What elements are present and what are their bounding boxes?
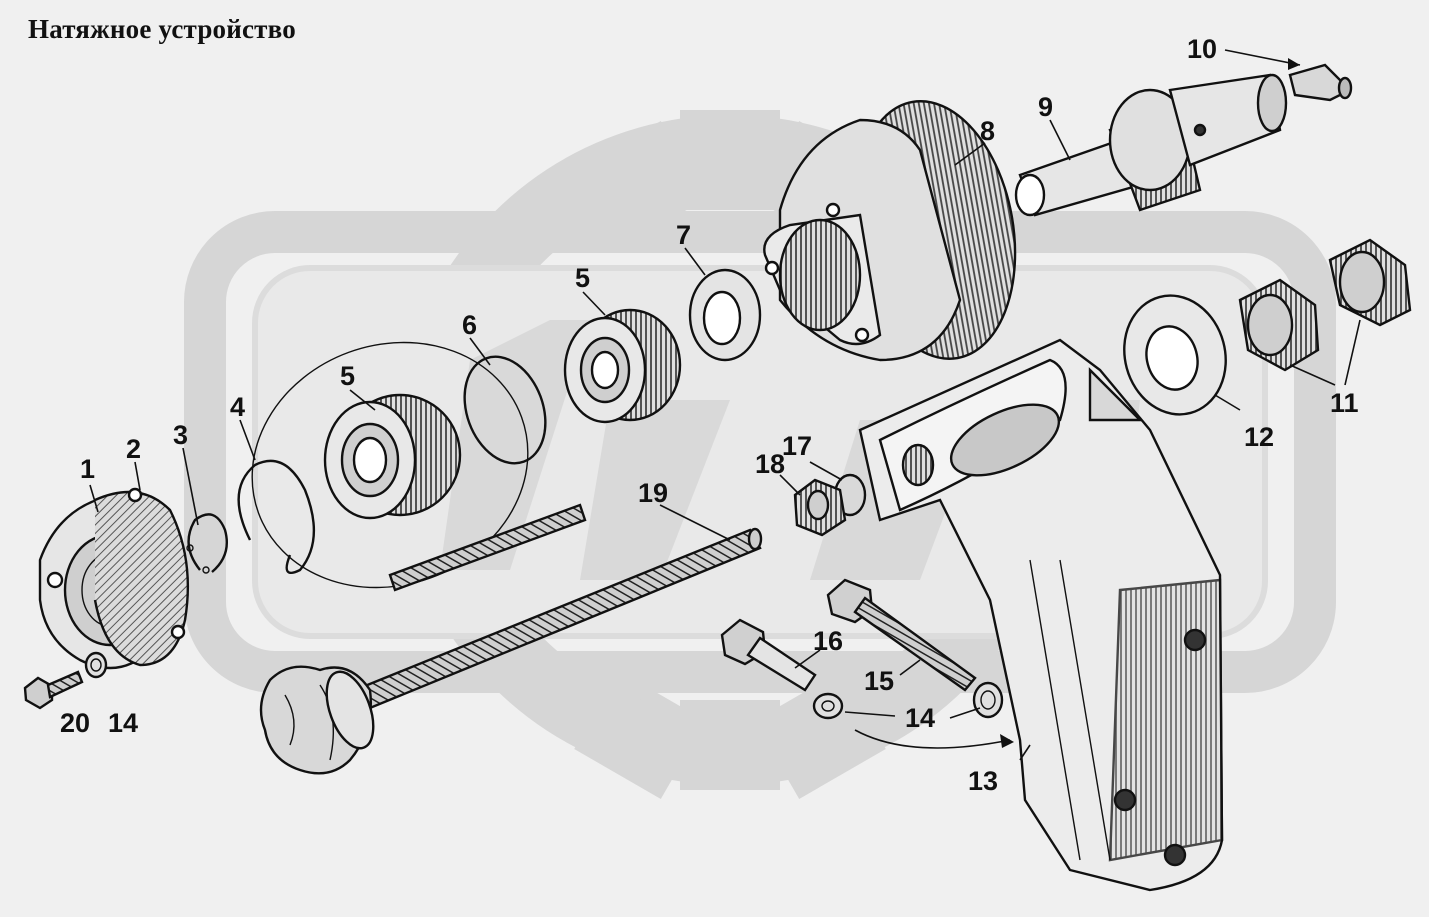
callout-7: 7 bbox=[676, 220, 691, 250]
part-4-retaining-ring bbox=[237, 459, 315, 575]
callout-5-left: 5 bbox=[340, 361, 355, 391]
part-3-snap-ring bbox=[186, 513, 229, 574]
part-14-washer-center bbox=[812, 692, 844, 720]
spring-strip bbox=[388, 503, 587, 592]
callout-13: 13 bbox=[968, 766, 998, 796]
part-5-bearing-right bbox=[563, 308, 682, 424]
part-12-large-washer bbox=[1123, 294, 1227, 416]
part-5-bearing-left bbox=[323, 393, 462, 520]
callout-9: 9 bbox=[1038, 92, 1053, 122]
callout-3: 3 bbox=[173, 420, 188, 450]
part-2-gasket bbox=[93, 487, 190, 667]
page-title: Натяжное устройство bbox=[28, 14, 296, 44]
callout-4: 4 bbox=[230, 392, 245, 422]
callout-19: 19 bbox=[638, 478, 668, 508]
part-20-small-bolt bbox=[23, 670, 84, 710]
part-6-ring bbox=[463, 355, 547, 465]
part-13-bracket bbox=[858, 338, 1224, 892]
part-9-axle bbox=[1014, 73, 1288, 217]
callout-18: 18 bbox=[755, 449, 785, 479]
part-14-washer-right bbox=[972, 681, 1004, 719]
callout-14-center: 14 bbox=[905, 703, 935, 733]
callout-11: 11 bbox=[1330, 388, 1359, 418]
part-19-threaded-rod bbox=[259, 527, 763, 775]
callout-10: 10 bbox=[1187, 34, 1217, 64]
part-16-bolt bbox=[720, 618, 817, 692]
part-18-nut bbox=[793, 478, 847, 537]
callout-16: 16 bbox=[813, 626, 843, 656]
part-15-bolt bbox=[826, 578, 977, 692]
callout-12: 12 bbox=[1244, 422, 1274, 452]
callout-20: 20 bbox=[60, 708, 90, 738]
callout-15: 15 bbox=[864, 666, 894, 696]
part-14-washer-left bbox=[84, 651, 108, 679]
watermark-banner bbox=[184, 211, 1336, 693]
part-7-washer bbox=[688, 268, 762, 362]
callout-17: 17 bbox=[782, 431, 812, 461]
part-10-grease-fitting bbox=[1288, 63, 1353, 102]
callout-8: 8 bbox=[980, 116, 995, 146]
part-11-nut-outer bbox=[1328, 238, 1412, 327]
callout-5-right: 5 bbox=[575, 263, 590, 293]
callout-14-left: 14 bbox=[108, 708, 138, 738]
callout-1: 1 bbox=[80, 454, 95, 484]
callout-2: 2 bbox=[126, 434, 141, 464]
leader-lines bbox=[89, 49, 1361, 761]
callout-6: 6 bbox=[462, 310, 477, 340]
callout-labels: 1 2 3 4 5 6 5 7 8 9 10 11 12 13 14 14 15… bbox=[60, 34, 1359, 796]
part-11-nut-inner bbox=[1238, 278, 1320, 372]
part-8-pulley bbox=[763, 100, 1017, 362]
